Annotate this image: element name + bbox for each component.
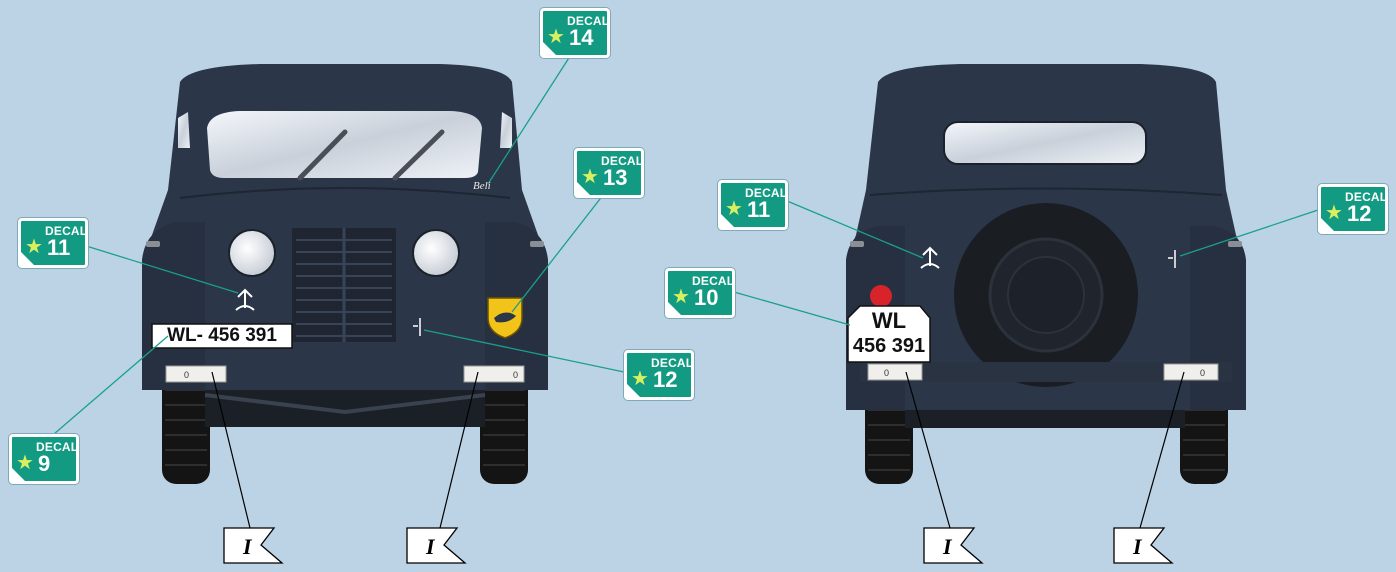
svg-text:0: 0 bbox=[884, 368, 889, 378]
rear-license-plate-line2: 456 391 bbox=[846, 334, 932, 358]
flag-4 bbox=[1114, 528, 1172, 563]
flag-1 bbox=[224, 528, 282, 563]
star-icon: ★ bbox=[16, 453, 34, 473]
svg-text:0: 0 bbox=[184, 370, 189, 380]
svg-text:0: 0 bbox=[1200, 368, 1205, 378]
rear-license-plate-line1: WL bbox=[848, 309, 930, 333]
flag-1-label: I bbox=[243, 534, 252, 560]
star-icon: ★ bbox=[1325, 203, 1343, 223]
pennant-flags bbox=[224, 528, 1172, 563]
star-icon: ★ bbox=[581, 167, 599, 187]
flag-4-label: I bbox=[1133, 534, 1142, 560]
star-icon: ★ bbox=[25, 237, 43, 257]
rear-window bbox=[944, 122, 1146, 164]
front-right-headlight bbox=[413, 230, 459, 276]
front-left-pennant-plate bbox=[166, 366, 226, 382]
svg-text:0: 0 bbox=[513, 370, 518, 380]
front-license-plate-text: WL- 456 391 bbox=[152, 325, 292, 347]
front-view: 0 0 bbox=[142, 64, 548, 484]
star-icon: ★ bbox=[547, 27, 565, 47]
star-icon: ★ bbox=[672, 287, 690, 307]
star-icon: ★ bbox=[631, 369, 649, 389]
front-undercarriage bbox=[205, 385, 485, 427]
front-left-headlight bbox=[229, 230, 275, 276]
rear-view: 0 0 bbox=[846, 64, 1246, 484]
vehicle-name-script: Beli bbox=[473, 180, 491, 192]
flag-3-label: I bbox=[943, 534, 952, 560]
flag-2-label: I bbox=[426, 534, 435, 560]
flag-2 bbox=[407, 528, 465, 563]
front-windshield bbox=[207, 111, 482, 178]
tail-light bbox=[870, 285, 892, 307]
star-icon: ★ bbox=[725, 199, 743, 219]
flag-3 bbox=[924, 528, 982, 563]
